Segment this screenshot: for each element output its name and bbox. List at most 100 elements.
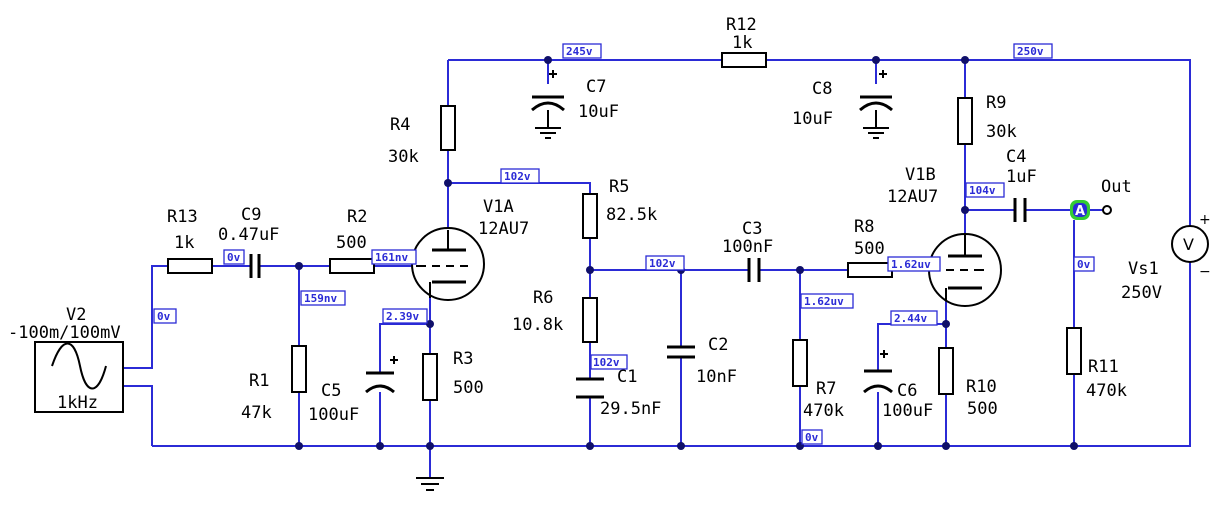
capacitor-c2[interactable] [667,345,695,359]
probe-a[interactable] [1070,200,1090,220]
voltage-badge-frame [800,293,854,309]
voltage-badge-frame [801,429,823,445]
resistor-r6[interactable] [582,297,598,343]
voltage-badge-frame [645,255,685,271]
voltage-c9-r2: 159nv [304,292,337,305]
capacitor-c8[interactable] [859,70,893,139]
r6-name: R6 [533,288,553,308]
r1-name: R1 [249,371,269,391]
resistor-r13[interactable] [167,258,213,274]
r1-value: 47k [241,403,272,423]
voltage-badge-frame [300,290,346,306]
capacitor-c3[interactable] [747,258,761,282]
voltage-badge-frame [590,354,628,370]
r5-name: R5 [609,177,629,197]
resistor-r8[interactable] [847,262,893,278]
r5-value: 82.5k [606,205,657,225]
c7-value: 10uF [578,102,619,122]
vs1-value: 250V [1121,283,1162,303]
voltage-badge-frame [371,249,417,265]
r2-value: 500 [336,233,367,253]
capacitor-c6[interactable] [863,350,893,394]
voltage-badges: 245v 250v 102v 161nv 0v 159nv 2.39v 0v 1… [153,43,1095,445]
r10-name: R10 [966,377,997,397]
v2-value: -100m/100mV [8,323,121,343]
voltage-grid1: 161nv [375,251,408,264]
c4-name: C4 [1006,147,1026,167]
resistor-r12[interactable] [721,52,767,68]
c3-value: 100nF [722,237,773,257]
resistor-r11[interactable] [1066,327,1082,375]
r7-name: R7 [816,379,836,399]
v2-freq: 1kHz [57,393,98,413]
voltage-input: 0v [157,310,171,323]
c8-value: 10uF [792,109,833,129]
capacitor-c5[interactable] [365,356,398,394]
r3-name: R3 [453,349,473,369]
resistor-r3[interactable] [422,353,438,401]
voltage-supply-left: 245v [566,45,593,58]
voltage-grid2: 1.62uv [891,258,931,271]
voltage-badge-frame [965,182,1005,198]
voltage-badge-frame [500,168,540,184]
r11-name: R11 [1088,357,1119,377]
output-terminal[interactable] [1102,205,1112,215]
voltage-ground: 0v [805,431,819,444]
resistor-r5[interactable] [582,193,598,239]
r9-name: R9 [986,93,1006,113]
ground-symbol [416,477,444,491]
r11-value: 470k [1086,381,1127,401]
c6-value: 100uF [882,401,933,421]
r2-name: R2 [347,207,367,227]
voltage-out: 0v [1077,258,1091,271]
voltage-badge-frame [382,308,428,324]
signal-source-v2[interactable] [34,341,124,413]
voltage-cathode1: 2.39v [386,310,419,323]
capacitor-c1[interactable] [576,377,604,399]
r4-name: R4 [390,115,410,135]
v2-name: V2 [66,305,86,325]
voltage-badge-frame [1073,256,1095,272]
v1b-name: V1B [905,165,936,185]
voltage-r13-c9: 0v [227,251,241,264]
vs1-minus-sign: − [1199,264,1211,280]
r3-value: 500 [453,378,484,398]
voltage-badge-frame [562,43,602,59]
wires [123,59,1191,478]
resistor-r10[interactable] [938,347,954,395]
c5-name: C5 [321,381,341,401]
probe-a-letter: A [1075,204,1085,219]
voltage-badge-frame [1013,43,1053,59]
c5-value: 100uF [308,405,359,425]
resistor-r1[interactable] [291,345,307,393]
resistor-r7[interactable] [792,339,808,387]
vs1-plus-sign: + [1199,212,1211,228]
r8-name: R8 [854,217,874,237]
c9-name: C9 [241,205,261,225]
v1a-value: 12AU7 [478,219,529,239]
voltage-plate2: 104v [969,184,996,197]
voltage-r5-r6: 102v [649,257,676,270]
voltage-badge-frame [153,308,177,324]
capacitor-c4[interactable] [1013,198,1027,222]
r6-value: 10.8k [512,315,563,335]
c1-value: 29.5nF [600,399,661,419]
voltage-c3-r8: 1.62uv [804,295,844,308]
resistor-r4[interactable] [440,105,456,151]
capacitor-c9[interactable] [249,254,261,278]
resistor-r2[interactable] [329,258,375,274]
r12-value: 1k [732,33,752,53]
vs1-name: Vs1 [1128,259,1159,279]
c9-value: 0.47uF [218,225,279,245]
resistor-r9[interactable] [957,97,973,145]
c8-name: C8 [812,79,832,99]
capacitor-c7[interactable] [531,70,565,139]
c4-value: 1uF [1006,167,1037,187]
v1b-value: 12AU7 [887,187,938,207]
r13-value: 1k [174,233,194,253]
c3-name: C3 [742,219,762,239]
vs1-meter-letter: V [1183,235,1194,254]
voltage-source-vs1[interactable] [1171,225,1209,263]
triode-v1a[interactable] [411,227,485,301]
